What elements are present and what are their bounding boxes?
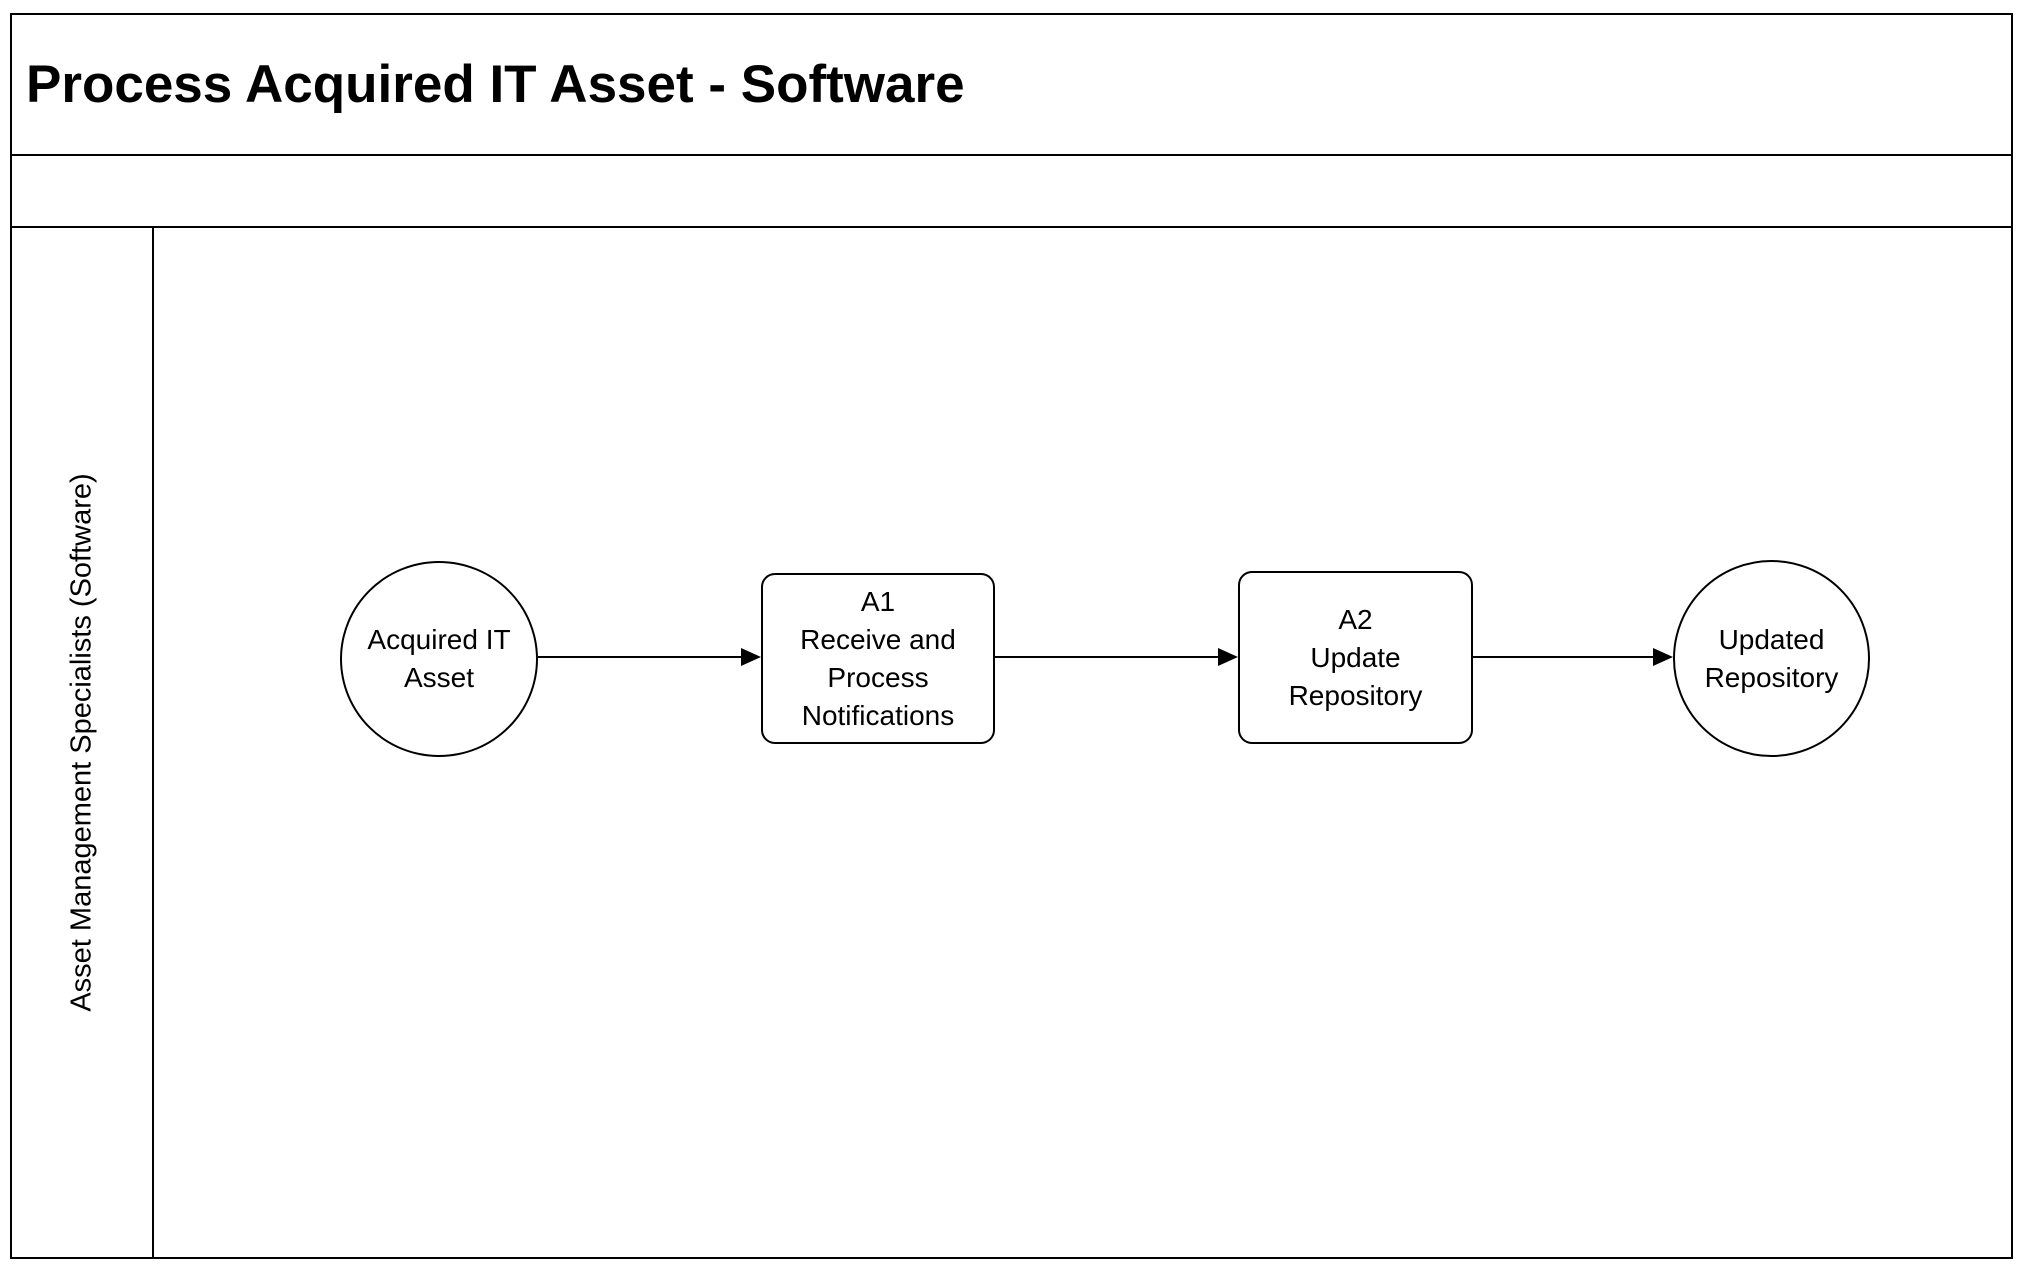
node-label: A1 Receive and Process Notifications [800,585,956,731]
swimlane-label-cell: Asset Management Specialists (Software) [12,228,154,1257]
task-a1-receive-and-process-notifications: A1 Receive and Process Notifications [761,573,995,744]
node-label: Acquired IT Asset [367,624,511,693]
arrow-line [1473,656,1653,658]
page-title: Process Acquired IT Asset - Software [26,55,965,114]
page-frame: Process Acquired IT Asset - Software Ass… [10,13,2013,1259]
arrow-head-icon [1218,648,1238,666]
arrow-head-icon [1653,648,1673,666]
end-event-updated-repository: Updated Repository [1673,560,1870,757]
arrow-head-icon [741,648,761,666]
arrow-line [995,656,1218,658]
empty-header-band [12,156,2011,228]
swimlane-row: Asset Management Specialists (Software) [12,228,2011,1257]
title-band: Process Acquired IT Asset - Software [12,15,2011,156]
flow-arrow-a2-to-end [1473,648,1673,666]
arrow-line [538,656,741,658]
node-label: Updated Repository [1704,623,1839,693]
start-event-acquired-it-asset: Acquired IT Asset [340,561,538,757]
task-a2-update-repository: A2 Update Repository [1238,571,1473,744]
flow-arrow-start-to-a1 [538,648,761,666]
node-label: A2 Update Repository [1288,603,1423,711]
flow-arrow-a1-to-a2 [995,648,1238,666]
swimlane-label: Asset Management Specialists (Software) [65,473,98,1012]
